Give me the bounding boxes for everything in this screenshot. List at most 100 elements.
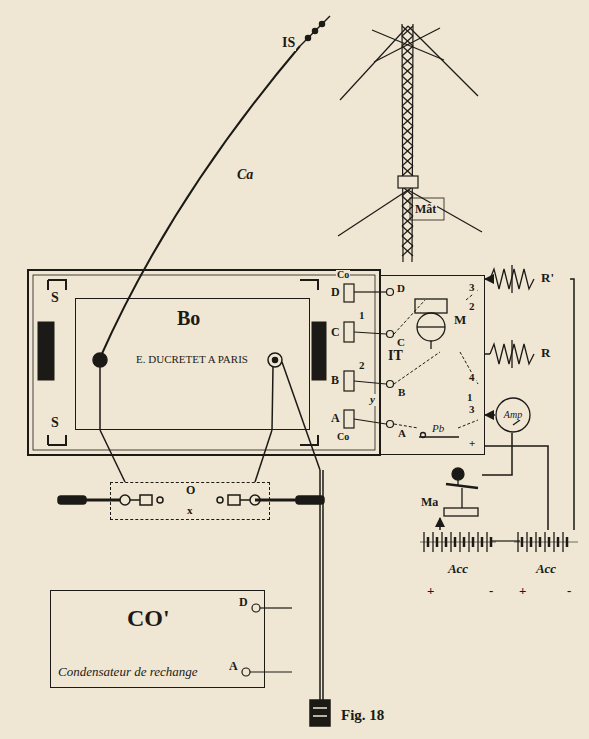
mast-lattice bbox=[402, 246, 413, 256]
mast bbox=[338, 24, 482, 262]
panel-wiring bbox=[460, 352, 478, 384]
spare-capacitor-leads bbox=[252, 604, 260, 612]
terminals bbox=[272, 367, 273, 430]
knife-switch bbox=[120, 495, 130, 505]
accumulator: Acc bbox=[512, 530, 580, 582]
maker-plate-text: Condensateur de rechange bbox=[57, 665, 199, 679]
coil-symbol bbox=[490, 265, 570, 293]
knife-switch bbox=[240, 499, 250, 501]
callout-letter: A bbox=[228, 660, 239, 673]
callout-letter: D bbox=[396, 283, 406, 295]
callout-letter: 3 bbox=[468, 404, 476, 416]
insulator-chain bbox=[306, 36, 311, 41]
part-label: Acc bbox=[535, 562, 557, 576]
battery-return bbox=[492, 540, 520, 541]
mast-lattice bbox=[402, 56, 413, 66]
earth-lead bbox=[282, 362, 320, 470]
spare-capacitor-leads bbox=[242, 668, 250, 676]
mast-lattice bbox=[402, 216, 413, 226]
mast-lattice bbox=[402, 146, 413, 156]
terminals bbox=[93, 353, 107, 367]
callout-letter: B bbox=[330, 374, 340, 387]
mast-lattice bbox=[402, 76, 413, 86]
knife-switch bbox=[86, 499, 125, 502]
mast-lattice bbox=[402, 86, 413, 96]
mast-lattice bbox=[402, 86, 413, 96]
mast-lattice bbox=[402, 116, 413, 126]
circuit-wire bbox=[485, 278, 490, 280]
callout-letter: IS bbox=[281, 36, 296, 51]
part-label: M bbox=[453, 313, 467, 327]
coil-symbol bbox=[490, 265, 534, 293]
callout-letter: 1 bbox=[466, 392, 474, 404]
insulator-chain bbox=[300, 16, 330, 46]
circle-symbol bbox=[496, 398, 530, 432]
circuit-wire bbox=[485, 414, 495, 416]
mast-lattice bbox=[402, 166, 413, 176]
mast bbox=[408, 190, 482, 232]
part-label: Acc bbox=[447, 562, 469, 576]
callout-letter: C bbox=[396, 337, 406, 349]
circuit-wire bbox=[255, 430, 272, 482]
connector-rods bbox=[344, 410, 354, 428]
connector-rods bbox=[344, 371, 354, 391]
mast-lattice bbox=[402, 26, 413, 256]
knife-switch bbox=[157, 497, 163, 503]
mast bbox=[398, 176, 418, 188]
connector-rods bbox=[387, 289, 394, 296]
mast-lattice bbox=[402, 226, 413, 236]
callout-letter: B bbox=[397, 387, 406, 399]
part-label: IT bbox=[387, 348, 404, 363]
battery-return bbox=[492, 540, 520, 541]
base-board bbox=[33, 275, 375, 450]
circuit-wire bbox=[485, 446, 548, 530]
base-board bbox=[28, 270, 380, 455]
mast-lattice bbox=[402, 136, 413, 146]
mast-lattice bbox=[402, 156, 413, 166]
part-label: O bbox=[185, 484, 196, 497]
circuit-wire bbox=[100, 430, 125, 482]
battery-symbol bbox=[420, 532, 496, 552]
instrument-box: BoE. DUCRETET A PARIS bbox=[75, 298, 310, 430]
motor: M bbox=[409, 293, 472, 351]
mast-lattice bbox=[402, 46, 413, 56]
mast bbox=[374, 28, 440, 62]
callout-letter: Co bbox=[336, 432, 350, 443]
part-label: Ma bbox=[420, 496, 439, 509]
callout-letter: - bbox=[566, 584, 572, 598]
mast bbox=[408, 26, 478, 96]
figure-caption: Fig. 18 bbox=[340, 708, 385, 724]
coil-symbol bbox=[490, 340, 570, 368]
callout-letter: + bbox=[518, 584, 527, 598]
terminals bbox=[273, 358, 278, 363]
connector-rods bbox=[344, 284, 354, 302]
insulator-chain bbox=[313, 29, 318, 34]
mast bbox=[340, 26, 408, 100]
part-label: Bo bbox=[176, 307, 201, 329]
callout-letter: 2 bbox=[358, 360, 366, 372]
knife-switch bbox=[58, 496, 86, 504]
mast-lattice bbox=[402, 66, 413, 76]
morse-key: Ma bbox=[418, 462, 482, 518]
mast-lattice bbox=[402, 146, 413, 156]
mast-lattice bbox=[402, 226, 413, 236]
connector-rods bbox=[354, 419, 386, 424]
mast bbox=[338, 190, 408, 236]
knife-switch bbox=[255, 499, 296, 502]
callout-letter: Mât bbox=[414, 203, 437, 216]
connector-rods bbox=[387, 421, 394, 428]
knife-switch bbox=[140, 495, 152, 505]
earth-lead bbox=[313, 715, 327, 717]
knife-switch bbox=[228, 495, 240, 505]
insulator-chain bbox=[300, 16, 330, 46]
base-board bbox=[38, 322, 54, 380]
key-symbol bbox=[418, 462, 482, 518]
coil-symbol bbox=[490, 340, 534, 368]
part-label: Pb bbox=[431, 422, 445, 434]
earth-lead bbox=[322, 470, 324, 700]
mast bbox=[410, 198, 444, 220]
panel-wiring bbox=[458, 420, 478, 428]
part-label: CO' bbox=[126, 605, 171, 631]
